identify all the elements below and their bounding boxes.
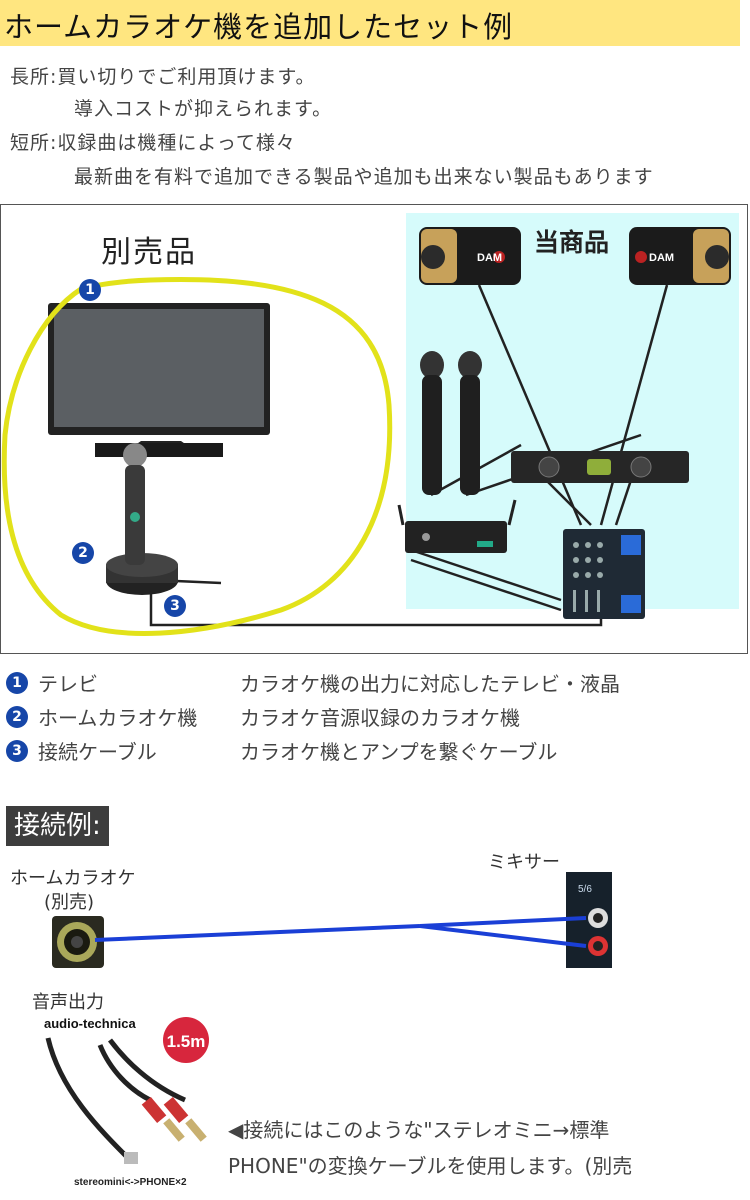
legend-item-tv: テレビ [38,672,98,696]
length-label: 1.5m [167,1032,206,1051]
pros-line-2: 導入コストが抑えられます。 [74,98,333,120]
separate-label: 別売品 [101,235,197,270]
legend-badge-3: 3 [6,740,28,762]
legend-desc-karaoke: カラオケ音源収録のカラオケ機 [240,706,520,730]
badge-2: 2 [72,542,94,564]
note-line-2: PHONE"の変換ケーブルを使用します。(別売 [228,1154,633,1178]
legend-desc-cable: カラオケ機とアンプを繋ぐケーブル [240,740,558,764]
setup-diagram: DAM DAM [0,204,748,654]
length-badge [163,1017,209,1063]
legend-row-2: 2 ホームカラオケ機 カラオケ音源収録のカラオケ機 [6,702,706,732]
product-label: 当商品 [534,228,610,257]
legend-badge-2: 2 [6,706,28,728]
legend-desc-tv: カラオケ機の出力に対応したテレビ・液晶 [240,672,620,696]
blue-cable [94,916,587,948]
home-karaoke-icon [106,443,178,595]
connection-title: 接続例: [6,806,109,846]
speaker-right-brand: DAM [649,252,674,264]
audio-out-label: 音声出力 [32,992,104,1013]
audio-out-jack-icon [52,916,104,968]
wireless-receiver-icon [397,499,517,553]
cons-line-2: 最新曲を有料で追加できる製品や追加も出来ない製品もあります [74,166,654,188]
connection-drawing: 5/6 audio-technica 1.5m stereomini<->PHO… [44,872,612,1188]
badge-3: 3 [164,595,186,617]
mixer-icon [563,529,645,619]
legend-item-karaoke: ホームカラオケ機 [38,706,198,730]
legend-row-1: 1 テレビ カラオケ機の出力に対応したテレビ・液晶 [6,668,706,698]
title-bar [0,0,740,46]
home-karaoke-sub-label: (別売) [44,892,95,913]
wireless-mic-icon [420,351,482,495]
cons-line-1: 短所:収録曲は機種によって様々 [10,132,296,154]
legend-item-cable: 接続ケーブル [38,740,157,764]
page-title: ホームカラオケ機を追加したセット例 [4,10,514,44]
conversion-cable-icon [45,1037,207,1164]
note-line-1: ◀接続にはこのような"ステレオミニ→標準 [228,1118,610,1142]
badge-1: 1 [79,279,101,301]
separate-items-ring [1,277,393,636]
speaker-left-brand: DAM [477,252,502,264]
speaker-left: DAM [419,227,521,285]
speaker-right: DAM [629,227,731,285]
legend-badge-1: 1 [6,672,28,694]
cable-caption: stereomini<->PHONE×2 [74,1177,187,1188]
diagram-drawing: DAM DAM [1,227,731,636]
brand-logo: audio-technica [44,1016,137,1031]
legend-row-3: 3 接続ケーブル カラオケ機とアンプを繋ぐケーブル [6,736,706,766]
mixer-channel-label: 5/6 [578,884,592,895]
tv-icon [48,303,270,457]
mixer-label: ミキサー [488,852,560,873]
home-karaoke-label: ホームカラオケ [10,868,136,889]
amplifier-icon [511,451,689,483]
pros-line-1: 長所:買い切りでご利用頂けます。 [10,66,316,88]
